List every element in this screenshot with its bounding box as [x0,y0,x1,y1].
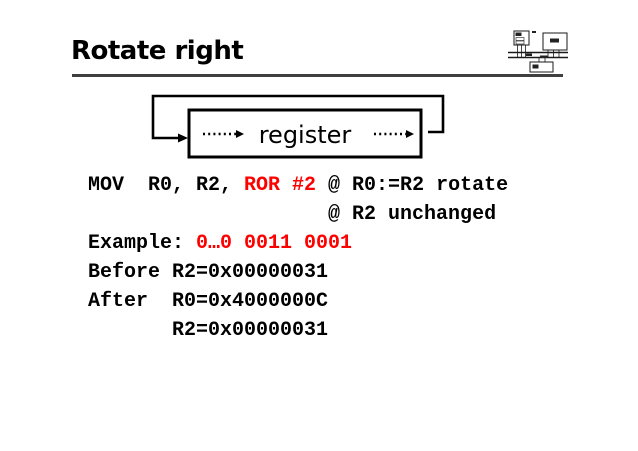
register-rotate-diagram: register [151,94,445,159]
register-box [187,108,423,159]
code-segment: MOV R0, R2, [88,174,245,197]
code-segment: @ R2 unchanged [88,203,497,226]
code-block: MOV R0, R2, ROR #2 @ R0:=R2 rotate @ R2 … [88,171,508,345]
logo-tiny-label [532,31,536,33]
rotate-in-arrowhead [236,130,244,138]
rotate-out-arrowhead [406,130,414,138]
logo-connector-lines [517,45,560,62]
title-underline [72,74,563,77]
course-logo-diagram [508,30,568,73]
code-segment: ROR #2 [244,174,317,197]
code-line: @ R2 unchanged [88,200,508,229]
logo-bus-label [526,53,532,56]
register-label: register [259,121,352,149]
code-line: MOV R0, R2, ROR #2 @ R0:=R2 rotate [88,171,508,200]
logo-bus-label2 [540,55,548,58]
code-segment: After R0=0x4000000C [88,290,329,313]
feedback-loop-arrowhead [178,133,188,143]
logo-bus-lines [508,51,568,59]
logo-cpu-box [513,30,530,46]
code-segment: 0…0 0011 0001 [196,232,353,255]
slide-title: Rotate right [71,36,244,66]
code-segment: Example: [88,232,197,255]
code-segment: @ R0:=R2 rotate [316,174,509,197]
feedback-loop-line [151,94,445,140]
logo-io-box [529,61,554,73]
logo-memory-box [542,32,568,51]
code-line: Before R2=0x00000031 [88,258,508,287]
code-segment: R2=0x00000031 [88,319,329,342]
code-line: Example: 0…0 0011 0001 [88,229,508,258]
code-line: After R0=0x4000000C [88,287,508,316]
code-segment: Before R2=0x00000031 [88,261,329,284]
code-line: R2=0x00000031 [88,316,508,345]
